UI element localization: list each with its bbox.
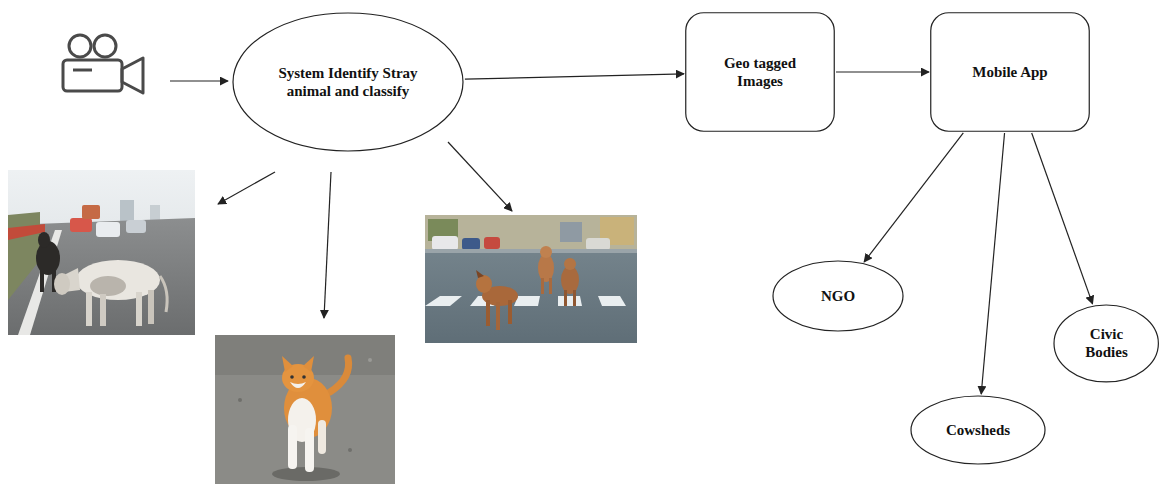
arrow-connector xyxy=(1032,133,1093,304)
photo-arrow xyxy=(448,142,512,211)
node-label: System Identify Stray animal and classif… xyxy=(273,64,423,100)
ellipse-node: System Identify Stray animal and classif… xyxy=(232,12,464,152)
node-content: Civic Bodies xyxy=(1053,304,1159,383)
rounded-box: Mobile App xyxy=(930,12,1090,132)
node-label: Cowsheds xyxy=(946,421,1010,439)
camera-arrow xyxy=(170,80,228,81)
box-outline xyxy=(685,12,835,132)
ellipse-shape xyxy=(773,261,903,331)
ellipse-shape xyxy=(233,13,463,151)
photo-arrow xyxy=(218,172,275,204)
ellipse-outline xyxy=(1053,304,1159,383)
box-shape xyxy=(686,13,835,132)
arrow-connector xyxy=(864,133,963,262)
camera-icon xyxy=(63,35,143,93)
ellipse-shape xyxy=(911,396,1045,464)
node-content: Geo tagged Images xyxy=(685,12,835,132)
node-content: System Identify Stray animal and classif… xyxy=(232,12,464,152)
node-label: Mobile App xyxy=(972,63,1047,81)
rounded-box: Geo tagged Images xyxy=(685,12,835,132)
cat-photo xyxy=(215,335,395,484)
box-shape xyxy=(931,13,1090,132)
node-label: Civic Bodies xyxy=(1075,325,1137,361)
dogs-photo xyxy=(425,215,637,343)
ellipse-node: NGO xyxy=(772,260,904,332)
photo-arrow xyxy=(324,172,331,318)
ellipse-outline xyxy=(232,12,464,152)
cow-photo xyxy=(8,170,195,335)
ellipse-node: Cowsheds xyxy=(910,395,1046,465)
node-label: Geo tagged Images xyxy=(700,54,820,90)
arrow-connector xyxy=(465,74,684,79)
node-content: NGO xyxy=(772,260,904,332)
ellipse-node: Civic Bodies xyxy=(1053,304,1159,383)
node-content: Mobile App xyxy=(930,12,1090,132)
node-label: NGO xyxy=(821,287,855,305)
node-content: Cowsheds xyxy=(910,395,1046,465)
ellipse-shape xyxy=(1054,305,1158,382)
arrow-connector xyxy=(981,133,1004,394)
arrow-connector xyxy=(836,71,929,72)
